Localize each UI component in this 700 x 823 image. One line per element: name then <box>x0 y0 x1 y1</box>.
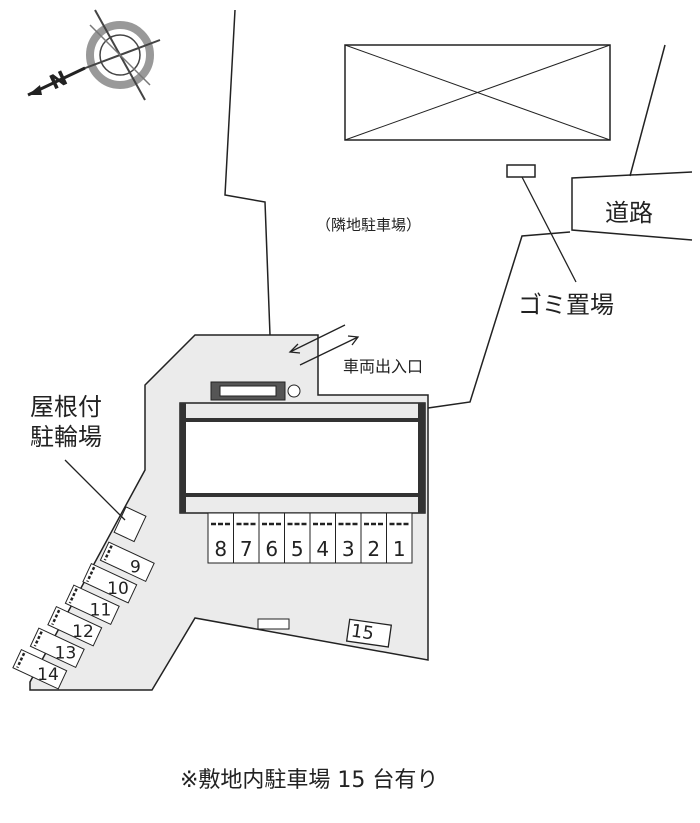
parking-space-7: 7 <box>233 512 260 564</box>
parking-space-outline <box>82 562 138 604</box>
neighbor-building <box>344 44 611 141</box>
parking-number: 1 <box>393 537 406 561</box>
parking-number: 12 <box>72 622 94 642</box>
parking-space-outline <box>29 627 85 669</box>
garbage-leader-line <box>521 176 577 283</box>
compass-icon <box>27 9 161 101</box>
parking-space-12: 12 <box>47 605 103 647</box>
bike-parking-box <box>113 506 147 543</box>
parking-space-outline <box>207 512 234 564</box>
parking-number: 8 <box>214 537 227 561</box>
parking-number: 3 <box>342 537 355 561</box>
space-15-label: 15 <box>349 620 376 645</box>
parking-number: 2 <box>367 537 380 561</box>
parking-space-13: 13 <box>29 627 85 669</box>
parking-number: 7 <box>240 537 253 561</box>
boundary-line <box>629 44 666 177</box>
footnote: ※敷地内駐車場 15 台有り <box>180 768 439 793</box>
entrance-arrows-icon <box>288 324 360 366</box>
parking-space-11: 11 <box>64 584 120 626</box>
meter-box <box>257 618 290 630</box>
bike-parking-label-line1: 屋根付 <box>30 393 102 421</box>
parking-space-outline <box>258 512 285 564</box>
vehicle-entrance-label: 車両出入口 <box>343 357 424 376</box>
parking-number: 6 <box>265 537 278 561</box>
neighbor-parking-label: （隣地駐車場） <box>316 216 422 234</box>
parking-space-10: 10 <box>82 562 138 604</box>
neighbor-boundary <box>224 9 271 336</box>
road <box>571 171 693 241</box>
garbage-label: ゴミ置場 <box>518 291 614 319</box>
parking-space-outline <box>284 512 311 564</box>
parking-space-4: 4 <box>309 512 336 564</box>
parking-space-2: 2 <box>360 512 387 564</box>
bike-parking-label: 屋根付 駐輪場 <box>30 392 102 452</box>
parking-space-outline <box>335 512 362 564</box>
parking-space-9: 9 <box>99 541 155 583</box>
parking-space-6: 6 <box>258 512 285 564</box>
road-label: 道路 <box>605 199 653 227</box>
parking-number: 10 <box>107 579 129 599</box>
bike-parking-label-line2: 駐輪場 <box>30 423 102 451</box>
parking-number: 14 <box>37 665 59 685</box>
parking-space-outline <box>64 584 120 626</box>
apartment-building <box>179 381 426 514</box>
parking-space-15 <box>345 618 393 648</box>
parking-space-14: 14 <box>12 648 68 690</box>
parking-number: 5 <box>291 537 304 561</box>
parking-space-1: 1 <box>386 512 413 564</box>
parking-space-outline <box>47 605 103 647</box>
parking-space-outline <box>99 541 155 583</box>
bike-parking-leader-line <box>64 459 126 521</box>
parking-space-3: 3 <box>335 512 362 564</box>
neighbor-boundary-right <box>427 231 571 409</box>
garbage-box <box>506 164 536 178</box>
parking-space-outline <box>386 512 413 564</box>
parking-space-outline <box>309 512 336 564</box>
parking-space-outline <box>12 648 68 690</box>
parking-space-5: 5 <box>284 512 311 564</box>
parking-number: 13 <box>55 644 77 664</box>
parking-number: 9 <box>130 558 141 578</box>
parking-space-8: 8 <box>207 512 234 564</box>
parking-number: 11 <box>90 601 112 621</box>
parking-number: 4 <box>316 537 329 561</box>
